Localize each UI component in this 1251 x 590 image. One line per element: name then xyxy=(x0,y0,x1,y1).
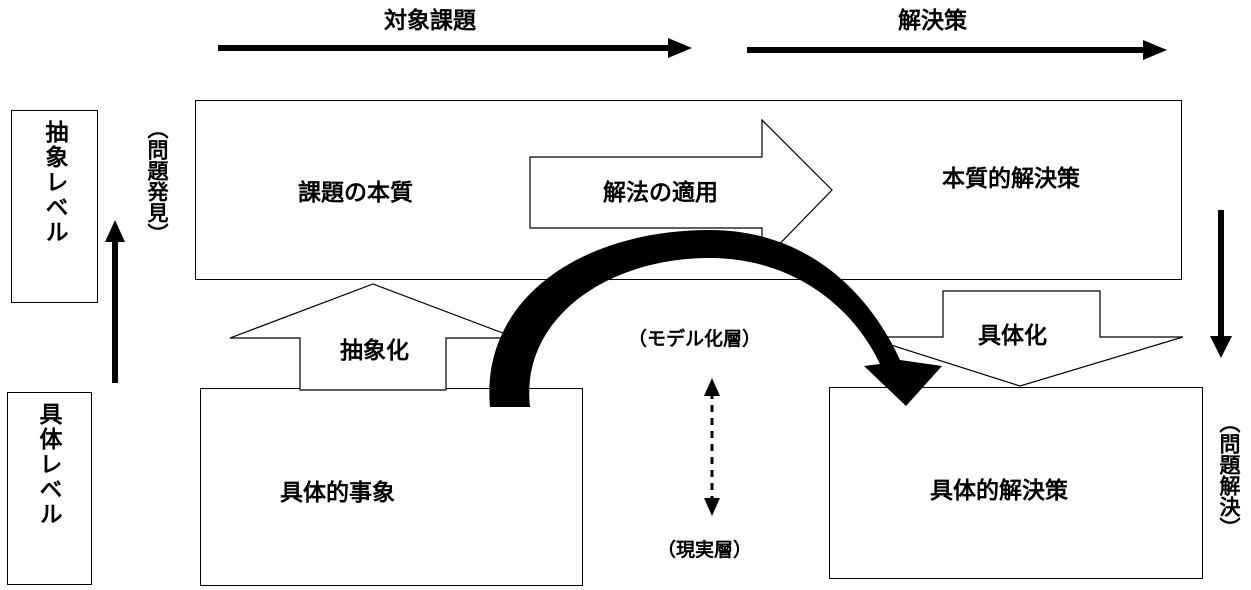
reality-layer-label: （現実層） xyxy=(657,539,753,561)
abstract-level-box xyxy=(11,110,98,303)
apply-solution-label: 解法の適用 xyxy=(603,180,718,206)
abstraction-arrow xyxy=(229,283,517,391)
abstract-level-label: 抽象レベル xyxy=(41,120,67,245)
abstraction-label: 抽象化 xyxy=(340,338,409,364)
issue-essence-label: 課題の本質 xyxy=(298,180,413,206)
concrete-phenomenon-label: 具体的事象 xyxy=(280,480,395,506)
solution-label: 解決策 xyxy=(898,8,967,34)
up-arrow-left xyxy=(105,220,125,383)
concrete-level-box xyxy=(7,392,92,585)
header-arrow-solution xyxy=(747,40,1167,60)
concrete-phenomenon-box xyxy=(200,388,583,586)
model-layer-label: （モデル化層） xyxy=(628,328,762,350)
down-arrow-right xyxy=(1210,210,1232,358)
concrete-solution-label: 具体的解決策 xyxy=(930,478,1068,504)
curved-arc-arrow xyxy=(489,230,942,407)
concretization-label: 具体化 xyxy=(978,323,1047,349)
concrete-solution-box xyxy=(829,387,1203,579)
concretization-arrow xyxy=(865,290,1184,387)
problem-solving-label: （問題解決） xyxy=(1217,412,1241,538)
target-issue-label: 対象課題 xyxy=(384,8,476,34)
problem-discovery-label: （問題発見） xyxy=(145,118,169,244)
layer-link-arrow xyxy=(704,378,720,516)
essential-solution-label: 本質的解決策 xyxy=(942,166,1080,192)
header-arrow-target xyxy=(218,38,692,58)
concrete-level-label: 具体レベル xyxy=(35,402,61,527)
apply-solution-arrow xyxy=(529,118,833,264)
